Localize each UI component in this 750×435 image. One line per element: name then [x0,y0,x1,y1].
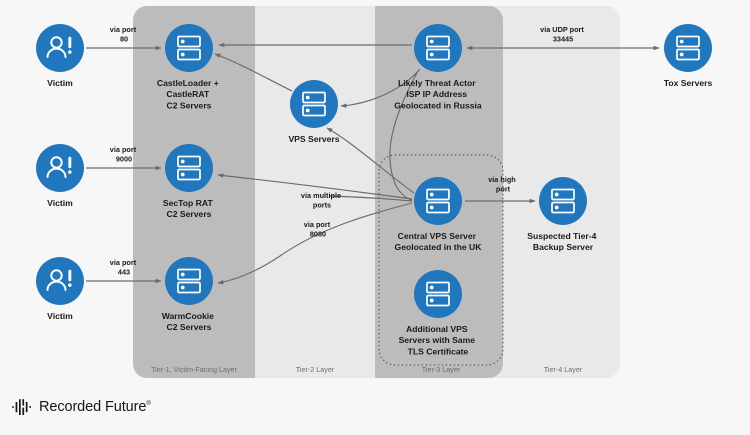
edge-centralvps-sectop [217,173,413,200]
node-circle [36,144,84,192]
node-label: Likely Threat Actor ISP IP Address Geolo… [394,78,482,110]
footer-brand: Recorded Future® [12,398,151,416]
registered-mark: ® [146,401,151,408]
node-label: VPS Servers [288,134,339,144]
node-vps-servers[interactable]: VPS Servers [288,80,340,144]
edge-centralvps-vps [326,127,415,194]
node-backup-server[interactable]: Suspected Tier-4 Backup Server [527,177,599,252]
edge-label-port-443: via port 443 [110,258,138,277]
edge-centralvps-warmcookie [217,202,413,285]
node-label: SecTop RAT C2 Servers [163,198,215,219]
node-victim-2[interactable]: Victim [36,144,84,208]
node-circle [36,24,84,72]
node-label: Central VPS Server Geolocated in the UK [395,231,483,252]
node-label: Suspected Tier-4 Backup Server [527,231,599,252]
tier-panels [133,6,620,378]
edge-converge-tail [329,195,413,202]
node-additional-vps-servers[interactable]: Additional VPS Servers with Same TLS Cer… [399,270,478,356]
tier-label-tier1: Tier-1, Victim-Facing Layer [151,365,237,374]
node-label: Additional VPS Servers with Same TLS Cer… [399,324,478,356]
node-circle [414,24,462,72]
brand-name: Recorded Future® [39,399,151,415]
tier-label-tier4: Tier-4 Layer [544,365,583,374]
tier-panel-tier3-square-left [375,6,389,378]
node-label: Victim [47,198,73,208]
node-circle [290,80,338,128]
node-label: CastleLoader + CastleRAT C2 Servers [157,78,221,110]
node-victim-3[interactable]: Victim [36,257,84,321]
brand-label: Recorded Future [39,399,147,415]
edge-vps-castleloader [214,53,293,92]
node-likely-threat-actor[interactable]: Likely Threat Actor ISP IP Address Geolo… [394,24,482,110]
tier-panel-tier1 [133,6,255,378]
edge-label-multiple-ports: via multiple ports [301,191,343,210]
node-label: Victim [47,311,73,321]
node-circle [414,177,462,225]
node-castleloader-c2[interactable]: CastleLoader + CastleRAT C2 Servers [157,24,221,110]
node-circle [539,177,587,225]
node-central-vps-server[interactable]: Central VPS Server Geolocated in the UK [395,177,483,252]
edge-label-udp-33445: via UDP port 33445 [540,25,586,44]
edge-label-port-8080: via port 8080 [304,220,332,239]
node-label: Tox Servers [664,78,713,88]
edge-label-port-80: via port 80 [110,25,138,44]
node-victim-1[interactable]: Victim [36,24,84,88]
node-circle [36,257,84,305]
node-circle [664,24,712,72]
diagram-edges [86,42,660,285]
tier-labels: Tier-1, Victim-Facing Layer Tier-2 Layer… [151,365,583,374]
node-label: Victim [47,78,73,88]
node-tox-servers[interactable]: Tox Servers [664,24,713,88]
node-circle [165,144,213,192]
node-sectop-rat-c2[interactable]: SecTop RAT C2 Servers [163,144,215,219]
tier-label-tier3: Tier-3 Layer [422,365,461,374]
node-circle [165,257,213,305]
node-circle [165,24,213,72]
node-label: WarmCookie C2 Servers [162,311,217,332]
edge-labels: via port 80 via port 9000 via port 443 v… [110,25,586,277]
tier-panel-tier1-square-right [241,6,255,378]
node-warmcookie-c2[interactable]: WarmCookie C2 Servers [162,257,217,332]
tier-label-tier2: Tier-2 Layer [296,365,335,374]
edge-threatactor-centralvps [389,70,419,201]
node-circle [414,270,462,318]
edge-label-high-port: via high port [488,175,518,194]
edge-label-port-9000: via port 9000 [110,145,138,164]
diagram-nodes: Victim Victim Victim CastleLoader + [36,24,712,356]
recorded-future-logo-icon [12,399,31,415]
edge-threatactor-vps [340,68,421,108]
